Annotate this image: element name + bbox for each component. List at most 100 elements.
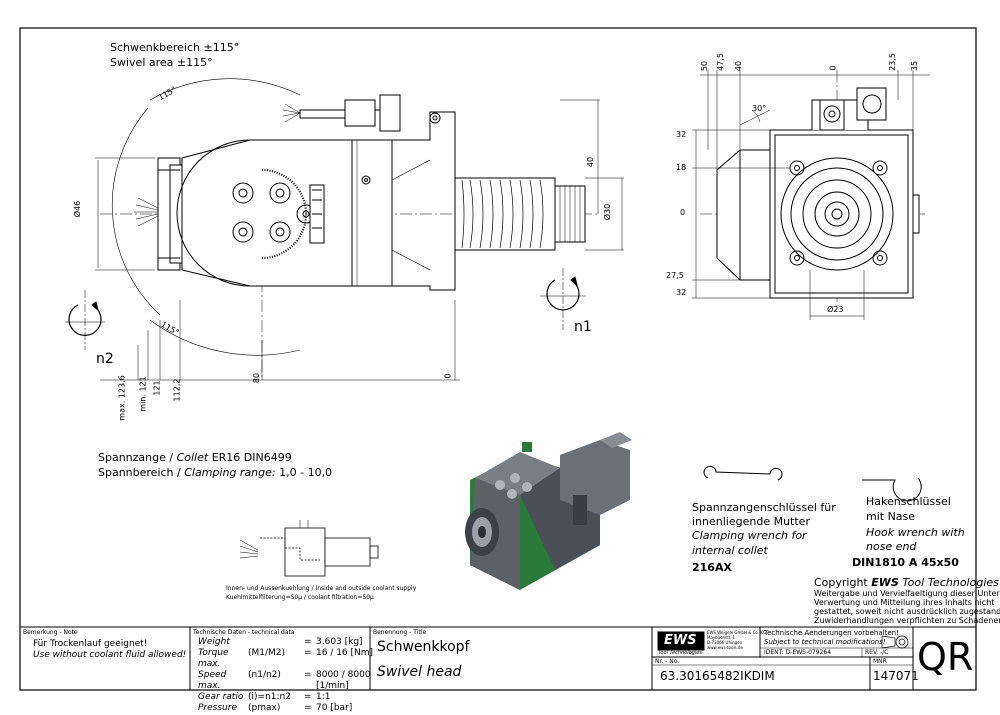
coolant-line1: Innen- und Aussenkuehlung / Inside and o…: [226, 585, 417, 592]
tech-row: Pressure (pmax) = 70 [bar]: [198, 703, 396, 714]
wrench1-en1: Clamping wrench for: [692, 529, 807, 542]
dim-top-0: 0: [828, 65, 838, 71]
mnr: 147071: [873, 669, 919, 683]
tech-unit: (pmax): [248, 703, 281, 713]
coolant-line2: Kuehlmittelfilterung=50µ / coolant filtr…: [226, 594, 374, 601]
swivel-arc-left: [111, 107, 161, 316]
ews-addr4: www.ews-tools.de: [707, 645, 743, 650]
part-number: 63.30165482IKDIM: [660, 669, 775, 683]
tech-val: 16 / 16 [Nm]: [316, 648, 374, 658]
clamping-de: Spannbereich /: [98, 466, 181, 479]
tech-name: Weight: [198, 637, 230, 647]
dim-121: 121: [152, 380, 162, 396]
copyright-l1: Weitergabe und Vervielfaeltigung dieser …: [814, 589, 1000, 598]
clamping-range-line: Spannbereich / Clamping range: 1,0 - 10,…: [98, 467, 332, 478]
dim-min121: min. 121: [138, 376, 148, 412]
tech-val: 8000 / 8000 [1/min]: [316, 670, 371, 691]
side-view: [65, 78, 624, 381]
tech-label: Technische Daten - technical data: [193, 629, 295, 636]
clamping-en: Clamping range:: [184, 466, 276, 479]
ews-addr2: Maybachstr. 1: [707, 635, 736, 640]
dim-d23: Ø23: [827, 305, 844, 314]
tech-name: Pressure: [198, 703, 237, 713]
hook-wrench-icon: [862, 477, 922, 502]
rev-label: REV.: [865, 649, 879, 656]
wrench-icons: [703, 465, 922, 502]
rev-val: -/C: [880, 649, 889, 656]
wrench2-en2: nose end: [866, 540, 917, 553]
dim-d30: Ø30: [603, 203, 613, 221]
swivel-arc-top: [149, 78, 301, 101]
wrench1-code: 216AX: [692, 561, 732, 574]
shank: [454, 177, 556, 251]
wrench2-en1: Hook wrench with: [866, 526, 965, 539]
wrench1-de2: innenliegende Mutter: [692, 515, 810, 528]
dim-80: 80: [252, 372, 262, 384]
tech-val: 70 [bar]: [316, 703, 353, 713]
dim-40: 40: [586, 156, 596, 168]
label-n2: n2: [96, 351, 114, 367]
3d-render: [465, 432, 632, 590]
tech-data-table: Weight = 3.603 [kg] Torque max. (M1/M2) = 16 /…: [198, 637, 396, 714]
copyright-suffix: Tool Technologies: [898, 576, 999, 589]
dim-left-27: 27,5: [666, 271, 684, 280]
clamping-wrench-icon: [703, 465, 783, 481]
tech-eq: =: [304, 648, 312, 658]
copyright-title: Copyright EWS Tool Technologies: [814, 577, 999, 588]
wrench2-de2: mit Nase: [866, 510, 916, 523]
title-block: [20, 626, 976, 690]
tech-row: Speed max.(n1/n2)=8000 / 8000 [1/min]: [198, 670, 396, 692]
collet-val: ER16 DIN6499: [211, 451, 292, 464]
dim-angle-30: 30°: [752, 104, 767, 113]
tech-name: Speed max.: [198, 670, 227, 691]
tech-eq: =: [304, 703, 312, 713]
coolant-schematic: [239, 520, 379, 577]
sheet-border: [19, 27, 977, 691]
dim-left-32b: 32: [676, 288, 687, 297]
ident-label: IDENT:: [764, 649, 784, 656]
dim-112: 112,2: [172, 378, 182, 402]
dim-max123: max. 123,6: [117, 375, 127, 421]
dim-top-47: 47,5: [715, 53, 725, 71]
clamping-val: 1,0 - 10,0: [279, 466, 333, 479]
collet-de: Spannzange /: [98, 451, 174, 464]
tech-name: Torque max.: [198, 648, 229, 669]
rev: REV. -/C: [865, 650, 889, 656]
tech-unit: (M1/M2): [248, 648, 286, 658]
dim-left-18: 18: [676, 163, 687, 172]
tech-val: 1:1: [316, 692, 331, 702]
note-label: Bemerkung - Note: [23, 629, 78, 636]
wrench1-en2: internal collet: [692, 544, 768, 557]
title-de: Schwenkkopf: [377, 639, 470, 655]
tech-val: 3.603 [kg]: [316, 637, 363, 647]
dim-left-32a: 32: [676, 130, 687, 139]
copyright-l2: Verwertung und Mitteilung ihres Inhalts …: [814, 598, 995, 607]
label-n1: n1: [574, 319, 592, 335]
tech-eq: =: [304, 637, 312, 647]
mnr-label: MNR: [873, 658, 887, 665]
ews-addr1: EWS Weigele GmbH & Co. KG: [707, 630, 767, 635]
dim-top-35: 35: [910, 60, 920, 72]
tech-row: Weight = 3.603 [kg]: [198, 637, 396, 648]
collet-line: Spannzange / Collet ER16 DIN6499: [98, 452, 292, 463]
swivel-range-de: Schwenkbereich ±115°: [110, 41, 240, 54]
tech-unit: (i)=n1:n2: [248, 692, 291, 702]
ews-sub: Tool Technologies: [658, 650, 702, 656]
wrench2-de1: Hakenschlüssel: [866, 495, 951, 508]
nr-label: Nr. - No.: [655, 658, 680, 665]
changes-en: Subject to technical modifications!: [764, 638, 886, 646]
title-en: Swivel head: [377, 664, 462, 680]
note-en: Use without coolant fluid allowed!: [33, 650, 187, 660]
front-view: [692, 70, 930, 320]
ident: IDENT: D-EWS-079264: [764, 650, 831, 656]
changes-de: Technische Aenderungen vorbehalten!: [764, 629, 899, 637]
tech-unit: [248, 637, 304, 648]
dim-d46: Ø46: [73, 200, 83, 218]
tech-row: Torque max. (M1/M2) = 16 / 16 [Nm]: [198, 648, 396, 670]
tech-eq: =: [304, 692, 312, 702]
tech-row: Gear ratio(i)=n1:n2=1:1: [198, 692, 396, 703]
housing: [351, 139, 393, 287]
tech-eq: =: [304, 670, 312, 680]
copyright-l3: gestattet, soweit nicht ausdrücklich zug…: [814, 607, 1000, 616]
